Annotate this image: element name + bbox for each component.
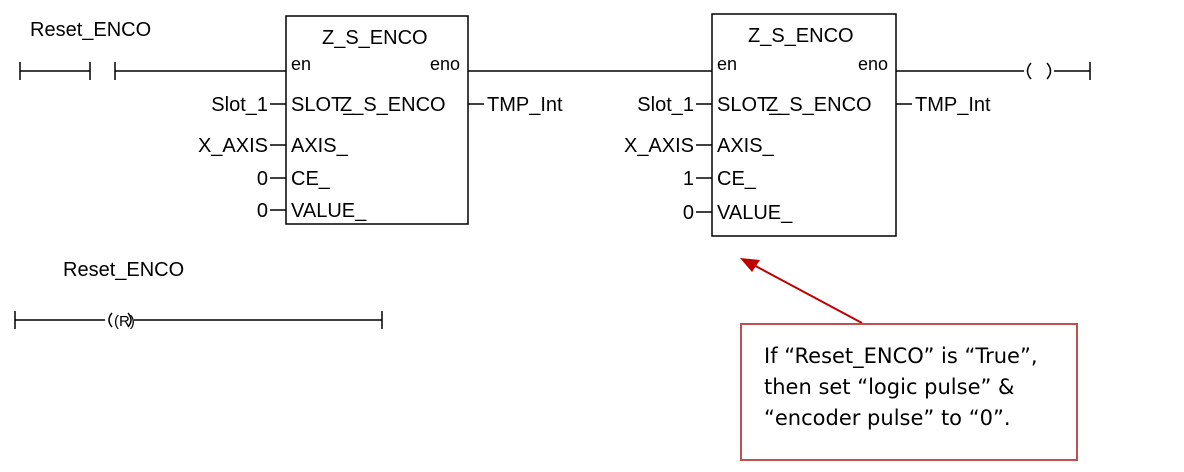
block1-input-pin-slot: SLOT_ <box>291 94 355 116</box>
block1-en-pin: en <box>291 54 311 74</box>
block2-input-pin-value: VALUE_ <box>717 202 793 224</box>
block1-input-slot-value: Slot_1 <box>211 94 268 116</box>
block2-eno-pin: eno <box>858 54 888 74</box>
contact-variable-label: Reset_ENCO <box>30 19 151 41</box>
annotation-callout: If “Reset_ENCO” is “True”, then set “log… <box>740 323 1078 461</box>
block1-input-axis-value: X_AXIS <box>198 135 268 157</box>
callout-line-2: then set “logic pulse” & <box>764 375 1015 399</box>
block1-output-variable: TMP_Int <box>487 94 563 116</box>
block2-input-pin-axis: AXIS_ <box>717 135 775 157</box>
block1-input-ce-value: 0 <box>257 168 268 190</box>
block2-input-pin-slot: SLOT_ <box>717 94 781 116</box>
block1-input-value-value: 0 <box>257 200 268 222</box>
block2-output-pin: Z_S_ENCO <box>766 94 872 116</box>
block2-input-ce-value: 1 <box>683 168 694 190</box>
block1-input-pin-axis: AXIS_ <box>291 135 349 157</box>
callout-line-3: “encoder pulse” to “0”. <box>764 406 1011 430</box>
block2-output-variable: TMP_Int <box>915 94 991 116</box>
reset-coil-variable-label: Reset_ENCO <box>63 259 184 281</box>
block1-input-pin-value: VALUE_ <box>291 200 367 222</box>
callout-arrow <box>747 261 863 324</box>
arrowhead-icon <box>740 258 760 272</box>
block2-input-value-value: 0 <box>683 202 694 224</box>
block2-title: Z_S_ENCO <box>748 25 854 47</box>
block1-input-pin-ce: CE_ <box>291 168 331 190</box>
block2-en-pin: en <box>717 54 737 74</box>
block2-input-slot-value: Slot_1 <box>637 94 694 116</box>
block2-input-axis-value: X_AXIS <box>624 135 694 157</box>
block1-output-pin: Z_S_ENCO <box>340 94 446 116</box>
reset-coil-symbol: (R) <box>114 313 135 330</box>
block1-eno-pin: eno <box>430 54 460 74</box>
callout-line-1: If “Reset_ENCO” is “True”, <box>764 344 1038 368</box>
block2-input-pin-ce: CE_ <box>717 168 757 190</box>
block1-title: Z_S_ENCO <box>322 27 428 49</box>
